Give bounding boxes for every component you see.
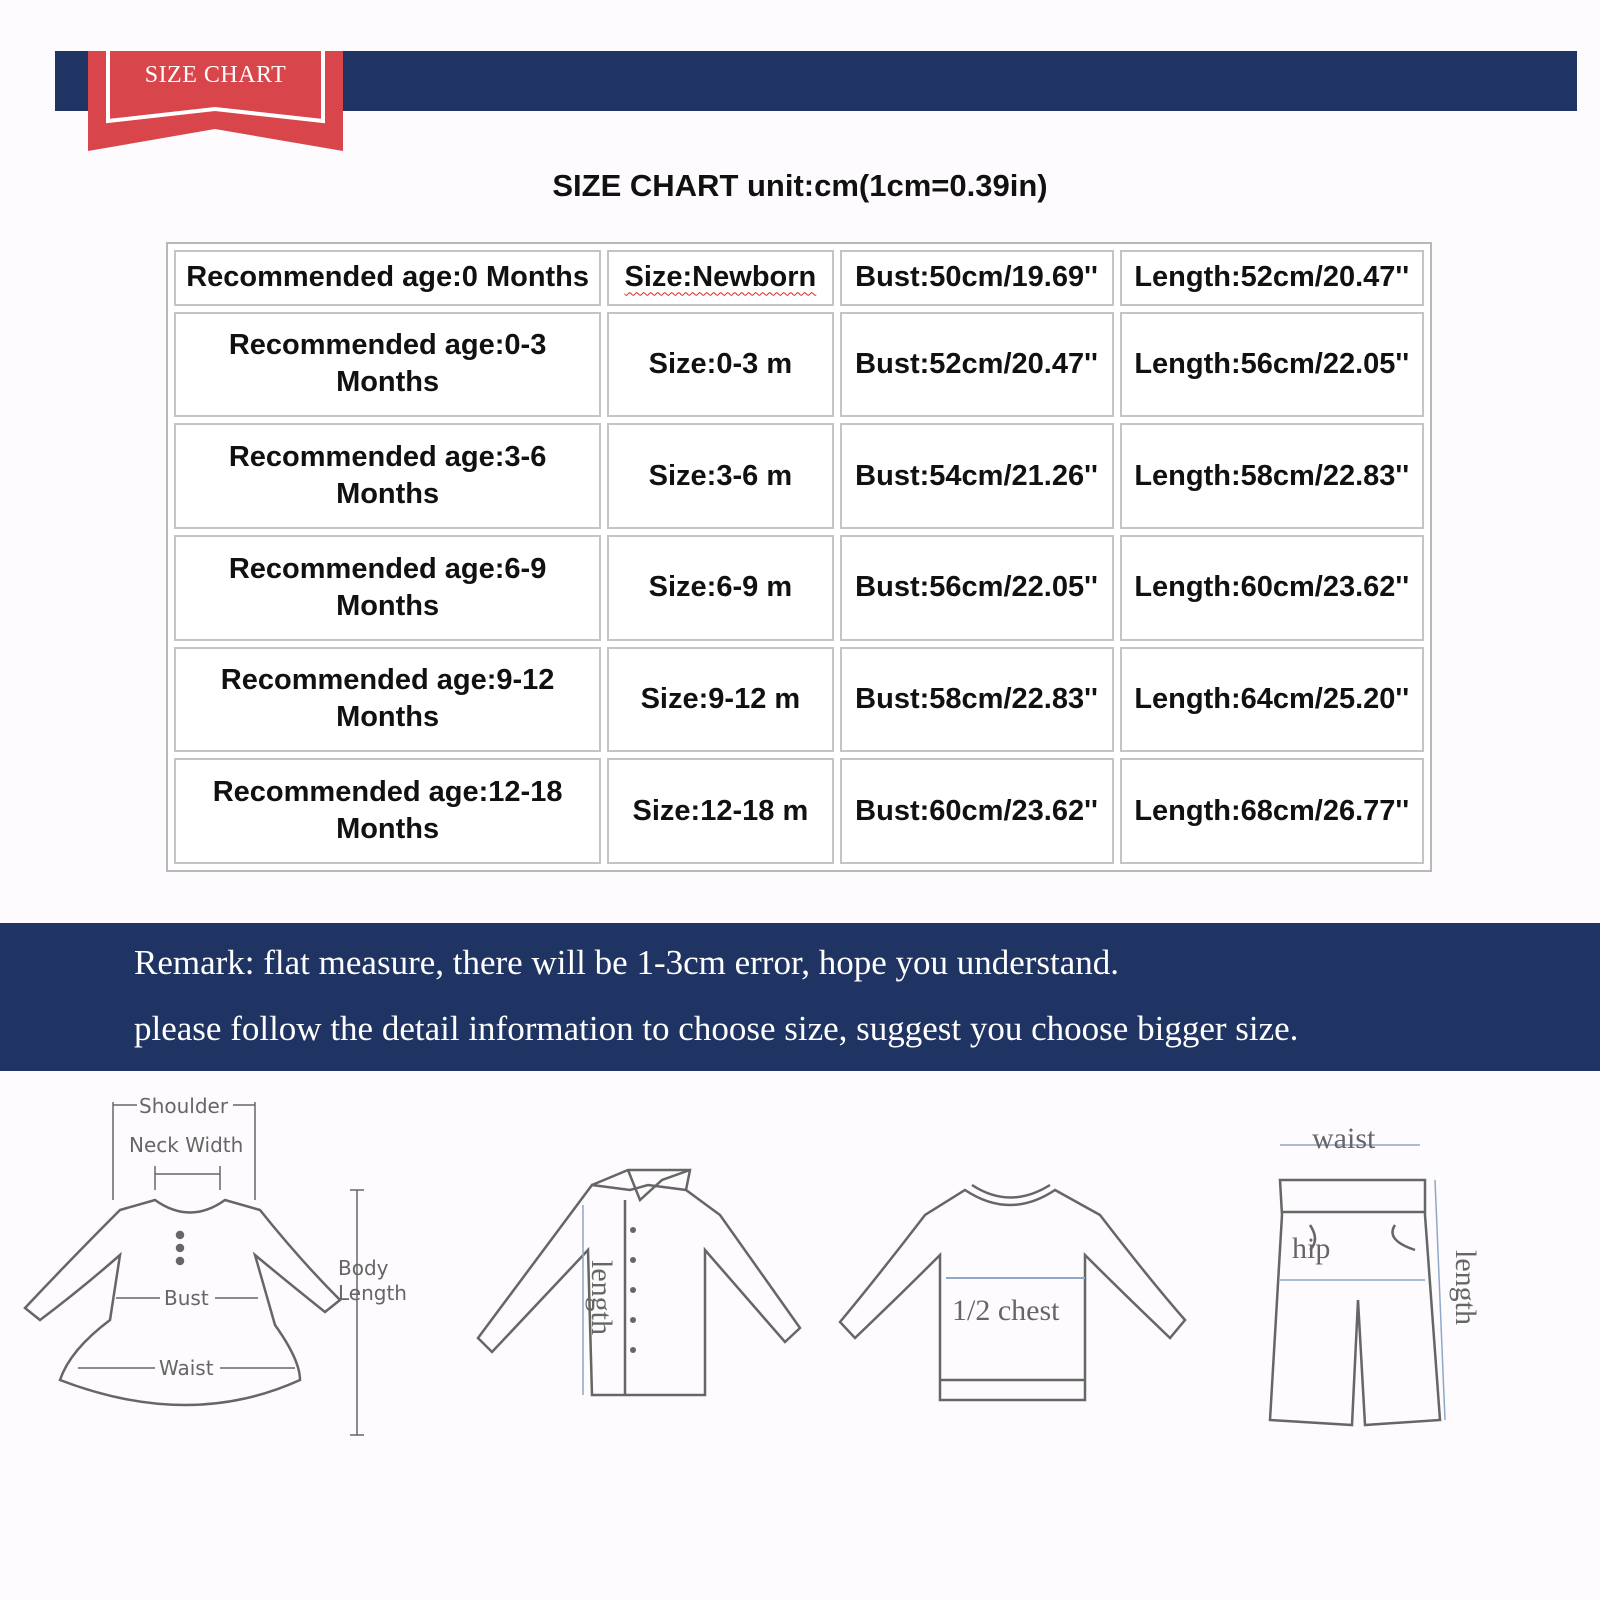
- bust-cell: Bust:58cm/22.83'': [839, 646, 1114, 753]
- bust-cell: Bust:56cm/22.05'': [839, 534, 1114, 641]
- table-row: Recommended age:0 Months Size:Newborn Bu…: [174, 250, 1424, 306]
- size-table: Recommended age:0 Months Size:Newborn Bu…: [166, 242, 1432, 872]
- remark-line-2: please follow the detail information to …: [134, 1009, 1299, 1048]
- size-chart-badge: SIZE CHART: [144, 62, 287, 88]
- remark-band: Remark: flat measure, there will be 1-3c…: [0, 923, 1600, 1071]
- size-label: Size:Newborn: [624, 261, 817, 294]
- age-cell: Recommended age:6-9 Months: [174, 534, 602, 641]
- length-cell: Length:60cm/23.62'': [1119, 534, 1424, 641]
- length-cell: Length:58cm/22.83'': [1119, 423, 1424, 529]
- bust-cell: Bust:54cm/21.26'': [839, 423, 1114, 529]
- bust-label: Bust: [164, 1286, 209, 1310]
- table-row: Recommended age:9-12 Months Size:9-12 m …: [174, 646, 1424, 753]
- neck-width-label: Neck Width: [129, 1133, 243, 1157]
- table-row: Recommended age:6-9 Months Size:6-9 m Bu…: [174, 534, 1424, 641]
- age-cell: Recommended age:0 Months: [174, 250, 602, 306]
- size-cell: Size:0-3 m: [607, 311, 834, 418]
- pants-waist-label: waist: [1312, 1122, 1376, 1155]
- pants-diagram-icon: waist hip length: [1268, 1122, 1482, 1427]
- age-cell: Recommended age:3-6 Months: [174, 423, 602, 529]
- length-cell: Length:56cm/22.05'': [1119, 311, 1424, 418]
- remark-line-1: Remark: flat measure, there will be 1-3c…: [134, 943, 1120, 982]
- size-cell: Size:3-6 m: [607, 423, 834, 529]
- size-cell: Size:12-18 m: [607, 758, 834, 864]
- measurement-diagrams: Shoulder Neck Width Bust Waist Body Leng…: [0, 1090, 1600, 1460]
- length-cell: Length:52cm/20.47'': [1119, 250, 1424, 306]
- body-length-label-2: Length: [338, 1281, 407, 1305]
- sweater-diagram-icon: 1/2 chest: [838, 1183, 1187, 1402]
- dress-diagram-icon: Shoulder Neck Width Bust Waist Body Leng…: [23, 1094, 407, 1436]
- size-cell: Size:Newborn: [607, 250, 834, 306]
- length-cell: Length:64cm/25.20'': [1119, 646, 1424, 753]
- size-cell: Size:6-9 m: [607, 534, 834, 641]
- size-cell: Size:9-12 m: [607, 646, 834, 753]
- chart-title: SIZE CHART unit:cm(1cm=0.39in): [552, 168, 1048, 203]
- age-cell: Recommended age:9-12 Months: [174, 646, 602, 753]
- shirt-length-label: length: [585, 1260, 618, 1335]
- size-chart-ribbon: [88, 51, 343, 151]
- bust-cell: Bust:60cm/23.62'': [839, 758, 1114, 864]
- table-row: Recommended age:3-6 Months Size:3-6 m Bu…: [174, 423, 1424, 529]
- chest-label: 1/2 chest: [952, 1294, 1060, 1327]
- pants-length-label: length: [1449, 1250, 1482, 1325]
- bust-cell: Bust:50cm/19.69'': [839, 250, 1114, 306]
- shirt-diagram-icon: length: [476, 1168, 802, 1397]
- hip-label: hip: [1292, 1232, 1330, 1265]
- shoulder-label: Shoulder: [139, 1094, 229, 1118]
- table-row: Recommended age:12-18 Months Size:12-18 …: [174, 758, 1424, 864]
- age-cell: Recommended age:0-3 Months: [174, 311, 602, 418]
- length-cell: Length:68cm/26.77'': [1119, 758, 1424, 864]
- waist-label: Waist: [159, 1356, 214, 1380]
- table-row: Recommended age:0-3 Months Size:0-3 m Bu…: [174, 311, 1424, 418]
- age-cell: Recommended age:12-18 Months: [174, 758, 602, 864]
- bust-cell: Bust:52cm/20.47'': [839, 311, 1114, 418]
- body-length-label-1: Body: [338, 1256, 389, 1280]
